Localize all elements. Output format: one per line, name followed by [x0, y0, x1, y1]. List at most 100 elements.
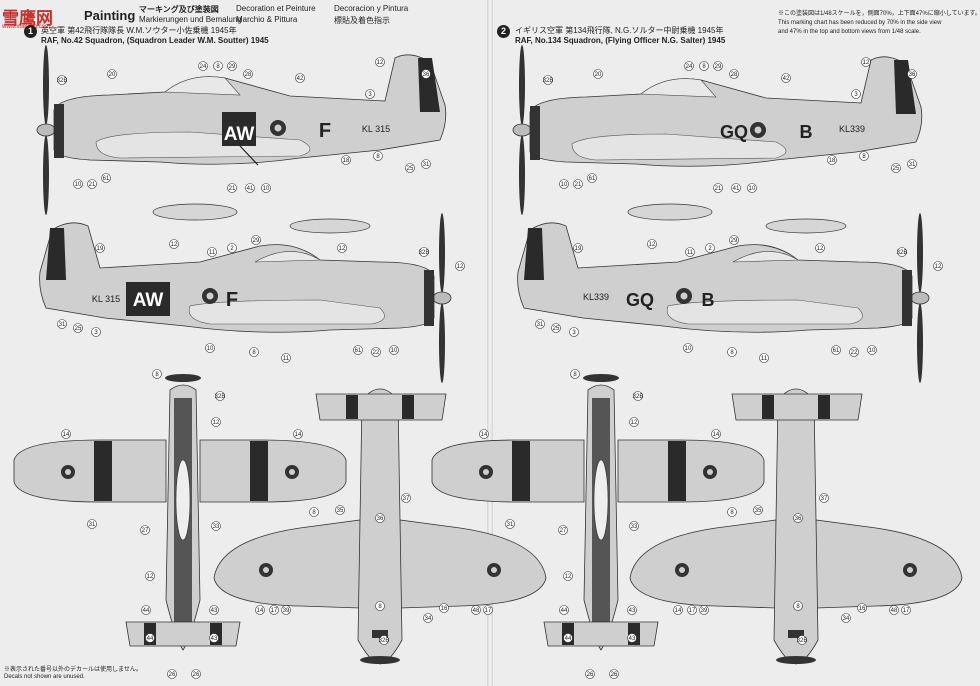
callout-number: 27 [560, 528, 567, 534]
callout-number: 12 [147, 574, 154, 580]
callout-marker [889, 605, 899, 615]
callout-marker [419, 247, 429, 257]
callout-number: 61 [355, 348, 362, 354]
callout-marker [215, 391, 225, 401]
callout-number: 20 [109, 72, 116, 78]
aircraft-1-side-right: KL 315 AW F [39, 212, 452, 384]
callout-marker [684, 61, 694, 71]
callout-marker [191, 669, 201, 679]
callout-marker [627, 605, 637, 615]
callout-marker [483, 605, 493, 615]
callout-number: 25 [407, 166, 414, 172]
footnote-en: Decals not shown are unused. [4, 674, 85, 680]
callout-number: 26 [169, 672, 176, 678]
callout-marker [851, 89, 861, 99]
callout-number: 12 [817, 246, 824, 252]
callout-number: 14 [257, 608, 264, 614]
callout-marker [73, 323, 83, 333]
callout-marker [729, 235, 739, 245]
callout-marker [73, 179, 83, 189]
callout-number: 33 [631, 524, 638, 530]
callout-marker [255, 605, 265, 615]
callout-marker [699, 61, 709, 71]
callout-marker [145, 633, 155, 643]
callout-marker [353, 345, 363, 355]
callout-marker [673, 605, 683, 615]
callout-marker [209, 633, 219, 643]
callout-marker [831, 345, 841, 355]
scheme-2-serial-bottom: KL339 [583, 292, 609, 302]
callout-number: 21 [229, 186, 236, 192]
callout-marker [341, 155, 351, 165]
callout-number: 14 [675, 608, 682, 614]
callout-number: 8 [730, 510, 734, 516]
callout-marker [793, 513, 803, 523]
scale-note-ja: ※この塗装図は1/48スケールを，側面70%，上下面47%に縮小しています。 [778, 11, 980, 17]
callout-number: 8 [378, 604, 382, 610]
callout-number: 14 [713, 432, 720, 438]
callout-number: 32B [57, 78, 68, 84]
callout-number: 37 [821, 496, 828, 502]
footnote-ja: ※表示された番号以外のデカールは使用しません。 [4, 667, 142, 673]
callout-marker [207, 247, 217, 257]
scheme-2-code-left-top: GQ [720, 122, 748, 142]
callout-number: 31 [507, 522, 514, 528]
callout-marker [933, 261, 943, 271]
callout-marker [335, 505, 345, 515]
callout-marker [633, 391, 643, 401]
callout-number: 43 [211, 636, 218, 642]
callout-number: 34 [425, 616, 432, 622]
callout-number: 16 [441, 606, 448, 612]
callout-marker [797, 635, 807, 645]
callout-marker [227, 243, 237, 253]
callout-marker [423, 613, 433, 623]
callout-number: 32B [419, 250, 430, 256]
callout-number: 42 [297, 76, 304, 82]
callout-marker [209, 605, 219, 615]
callout-marker [87, 519, 97, 529]
callout-marker [907, 159, 917, 169]
scheme-1-code-right-bottom: F [226, 289, 238, 311]
callout-number: 17 [271, 608, 278, 614]
callout-number: 48 [473, 608, 480, 614]
callout-marker [455, 261, 465, 271]
callout-marker [849, 347, 859, 357]
callout-number: 11 [209, 250, 216, 256]
aircraft-1-side-left: AW F KL 315 [36, 44, 447, 216]
callout-marker [753, 505, 763, 515]
callout-number: 8 [702, 64, 706, 70]
header-de: Markierungen und Bemalung [139, 15, 242, 24]
scheme-1-serial-top: KL 315 [362, 124, 390, 134]
callout-number: 3 [572, 330, 576, 336]
callout-marker [169, 239, 179, 249]
callout-marker [573, 243, 583, 253]
header-fr: Decoration et Peinture [236, 4, 316, 13]
callout-number: 21 [715, 186, 722, 192]
callout-marker [145, 571, 155, 581]
callout-marker [819, 493, 829, 503]
callout-number: 17 [689, 608, 696, 614]
scheme-1-code-right-top: F [319, 120, 331, 142]
callout-marker [198, 61, 208, 71]
callout-marker [91, 327, 101, 337]
scheme-2-title: RAF, No.134 Squadron, (Flying Officer N.… [515, 36, 726, 45]
callout-number: 12 [213, 420, 220, 426]
callout-marker [535, 319, 545, 329]
callout-number: 8 [312, 510, 316, 516]
callout-number: 29 [253, 238, 260, 244]
scheme-1-ja: 英空軍 第42飛行隊隊長 W.M.ソウター小佐乗機 1945年 [41, 26, 237, 35]
callout-marker [251, 235, 261, 245]
callout-number: 8 [796, 604, 800, 610]
callout-marker [309, 507, 319, 517]
callout-number: 26 [611, 672, 618, 678]
callout-marker [439, 603, 449, 613]
callout-marker [479, 429, 489, 439]
callout-marker [243, 69, 253, 79]
callout-marker [213, 61, 223, 71]
callout-number: 32B [379, 638, 390, 644]
callout-number: 43 [629, 636, 636, 642]
callout-number: 3 [94, 330, 98, 336]
callout-number: 31 [59, 322, 66, 328]
callout-number: 24 [686, 64, 693, 70]
